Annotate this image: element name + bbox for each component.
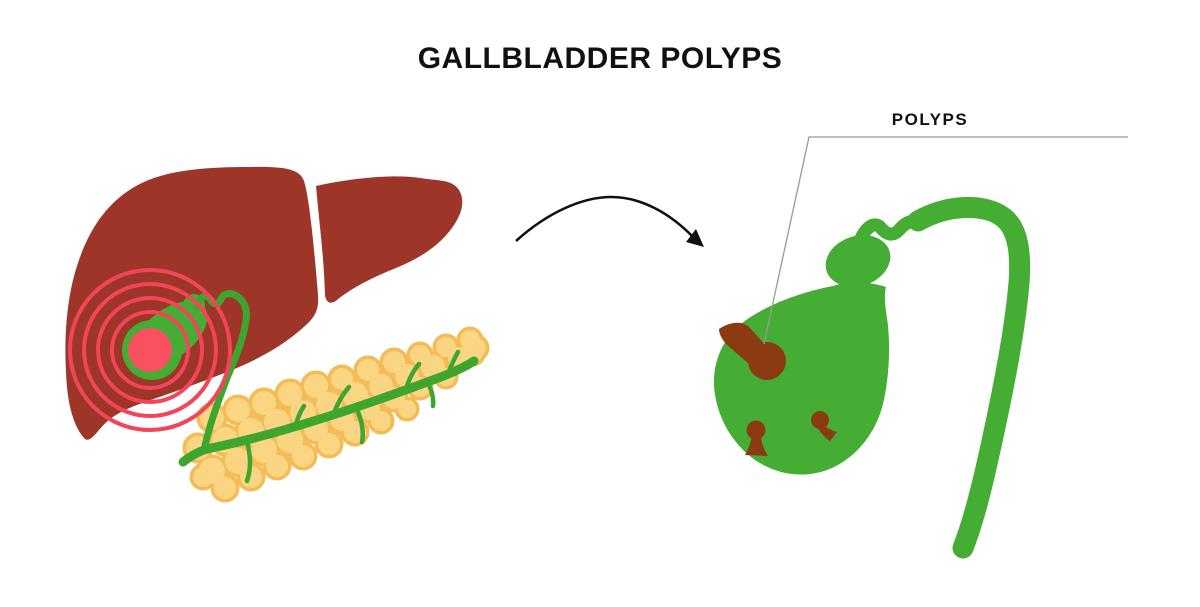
polyps-label: POLYPS: [891, 110, 969, 129]
alert-ring-2: [96, 296, 204, 404]
polyp-small-left: [745, 420, 768, 456]
polyp-large: [719, 322, 786, 380]
polyp-small-left-stalk: [745, 434, 768, 456]
callout-line: [763, 136, 1128, 345]
liver-right-lobe: [316, 176, 463, 303]
page-title: GALLBLADDER POLYPS: [417, 42, 783, 75]
gallbladder-large-neck-bulge: [825, 235, 891, 287]
alert-ring-3: [82, 282, 218, 418]
alert-spot: [128, 328, 172, 372]
pancreatic-duct-trunk: [178, 356, 479, 467]
polyp-alert: [68, 268, 232, 432]
alert-ring-4: [68, 268, 232, 432]
polyp-small-left-head: [746, 420, 766, 440]
gallbladder-large-body: [713, 282, 890, 475]
alert-ring-1: [110, 310, 190, 390]
pancreatic-duct-branches: [244, 349, 461, 484]
polyp-small-right-head: [811, 411, 829, 429]
arrow-curve: [515, 195, 695, 242]
zoom-arrow: [515, 195, 704, 247]
left-illustration: [65, 166, 486, 499]
arrow-head-icon: [686, 229, 704, 247]
cystic-duct-large: [907, 197, 1031, 559]
polyp-small-right: [811, 411, 837, 441]
right-illustration: [713, 136, 1128, 559]
pancreatic-duct: [178, 349, 479, 484]
polyp-large-head: [748, 342, 786, 380]
